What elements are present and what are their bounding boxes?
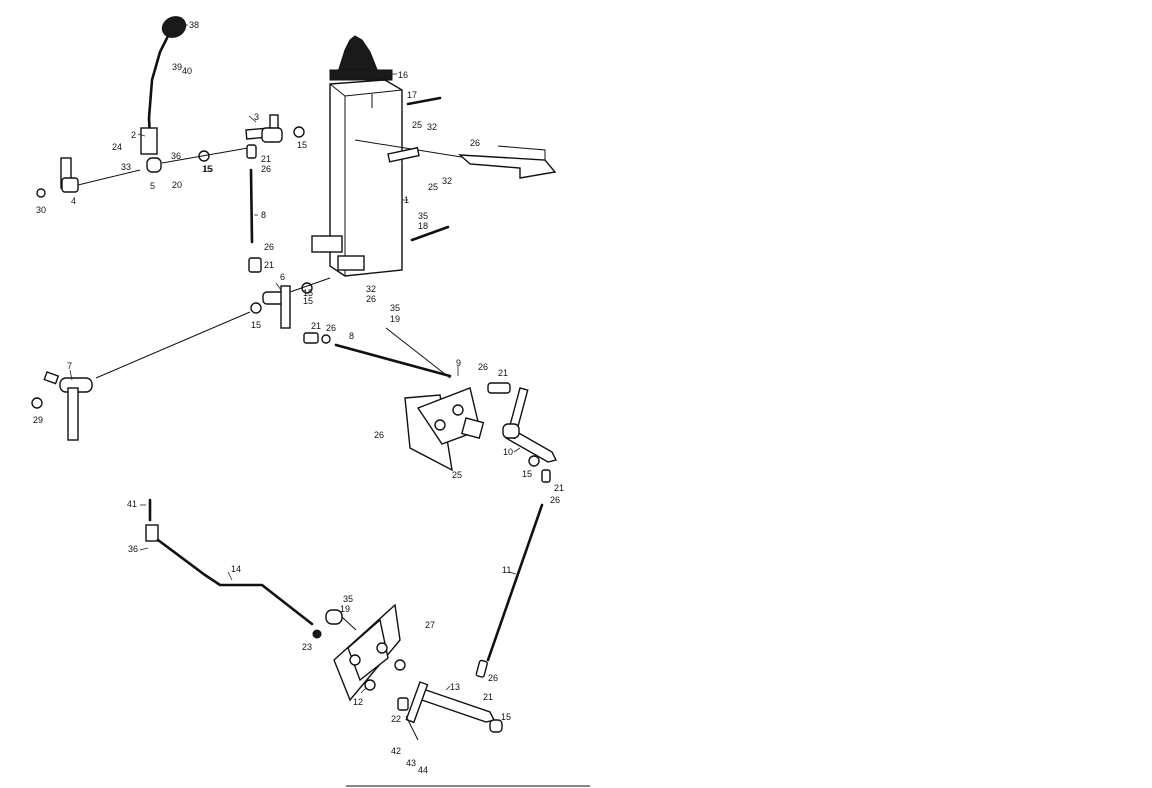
label-20: 20 bbox=[172, 180, 182, 190]
label-26e: 26 bbox=[478, 362, 488, 372]
label-22: 22 bbox=[391, 714, 401, 724]
label-12: 12 bbox=[353, 697, 363, 707]
left-crank bbox=[31, 371, 93, 441]
label-36: 36 bbox=[171, 151, 181, 161]
label-33: 33 bbox=[121, 162, 131, 172]
label-4: 4 bbox=[71, 196, 76, 206]
label-8: 8 bbox=[261, 210, 266, 220]
label-26g: 26 bbox=[550, 495, 560, 505]
label-15f: 15 bbox=[251, 320, 261, 330]
label-35: 35 bbox=[418, 211, 428, 221]
label-19b: 19 bbox=[340, 604, 350, 614]
label-14: 14 bbox=[231, 564, 241, 574]
label-3: 3 bbox=[254, 112, 259, 122]
label-15d: 15 bbox=[501, 712, 511, 722]
label-17: 17 bbox=[407, 90, 417, 100]
gear-lever bbox=[36, 16, 249, 198]
label-5: 5 bbox=[150, 181, 155, 191]
upper-plate bbox=[385, 327, 511, 472]
mount-bracket bbox=[458, 145, 557, 179]
label-9: 9 bbox=[456, 358, 461, 368]
link-rod-upper bbox=[303, 332, 452, 378]
pins bbox=[406, 96, 450, 242]
label-25: 25 bbox=[412, 120, 422, 130]
label-21b: 21 bbox=[311, 321, 321, 331]
label-35b: 35 bbox=[390, 303, 400, 313]
label-21d: 21 bbox=[554, 483, 564, 493]
label-1: 1 bbox=[404, 195, 409, 205]
label-19: 19 bbox=[390, 314, 400, 324]
leaders bbox=[69, 24, 521, 694]
label-27: 27 bbox=[425, 620, 435, 630]
label-32: 32 bbox=[427, 122, 437, 132]
label-21c: 21 bbox=[498, 368, 508, 378]
label-16: 16 bbox=[398, 70, 408, 80]
label-40: 40 bbox=[182, 66, 192, 76]
label-21f: 21 bbox=[264, 260, 274, 270]
long-rod-11 bbox=[475, 503, 544, 678]
label-24: 24 bbox=[112, 142, 122, 152]
part-labels: 38 16 39 40 17 3 2 24 36 33 5 20 15 21 2… bbox=[33, 20, 564, 775]
label-29: 29 bbox=[33, 415, 43, 425]
label-10: 10 bbox=[503, 447, 513, 457]
label-26h: 26 bbox=[488, 673, 498, 683]
label-44: 44 bbox=[418, 765, 428, 775]
crank-10 bbox=[502, 387, 558, 483]
label-7: 7 bbox=[67, 361, 72, 371]
label-26c: 26 bbox=[366, 294, 376, 304]
lower-bracket bbox=[325, 603, 503, 741]
label-15b: 15 bbox=[303, 296, 313, 306]
label-8b: 8 bbox=[349, 331, 354, 341]
label-26: 26 bbox=[261, 164, 271, 174]
label-32c: 32 bbox=[442, 176, 452, 186]
upper-crank bbox=[245, 114, 305, 273]
label-15h: 15 bbox=[303, 288, 313, 298]
label-26i: 26 bbox=[264, 242, 274, 252]
label-21: 21 bbox=[261, 154, 271, 164]
label-30: 30 bbox=[36, 205, 46, 215]
main-column bbox=[311, 35, 481, 277]
label-39: 39 bbox=[172, 62, 182, 72]
label-15g: 15 bbox=[203, 164, 213, 174]
label-38: 38 bbox=[189, 20, 199, 30]
shift-rod-14 bbox=[145, 498, 322, 639]
label-21e: 21 bbox=[483, 692, 493, 702]
label-11: 11 bbox=[502, 565, 511, 575]
label-26b: 26 bbox=[470, 138, 480, 148]
label-26d: 26 bbox=[326, 323, 336, 333]
label-13: 13 bbox=[450, 682, 460, 692]
label-6: 6 bbox=[280, 272, 285, 282]
label-42: 42 bbox=[391, 746, 401, 756]
label-25c: 25 bbox=[428, 182, 438, 192]
label-26f: 26 bbox=[374, 430, 384, 440]
label-15c: 15 bbox=[522, 469, 532, 479]
label-25b: 25 bbox=[452, 470, 462, 480]
label-43: 43 bbox=[406, 758, 416, 768]
label-23: 23 bbox=[302, 642, 312, 652]
label-2: 2 bbox=[131, 130, 136, 140]
label-32b: 32 bbox=[366, 284, 376, 294]
label-15: 15 bbox=[202, 164, 212, 174]
label-35c: 35 bbox=[343, 594, 353, 604]
label-41: 41 bbox=[127, 499, 137, 509]
middle-crank bbox=[95, 277, 331, 379]
label-15e: 15 bbox=[297, 140, 307, 150]
label-18: 18 bbox=[418, 221, 428, 231]
label-36b: 36 bbox=[128, 544, 138, 554]
